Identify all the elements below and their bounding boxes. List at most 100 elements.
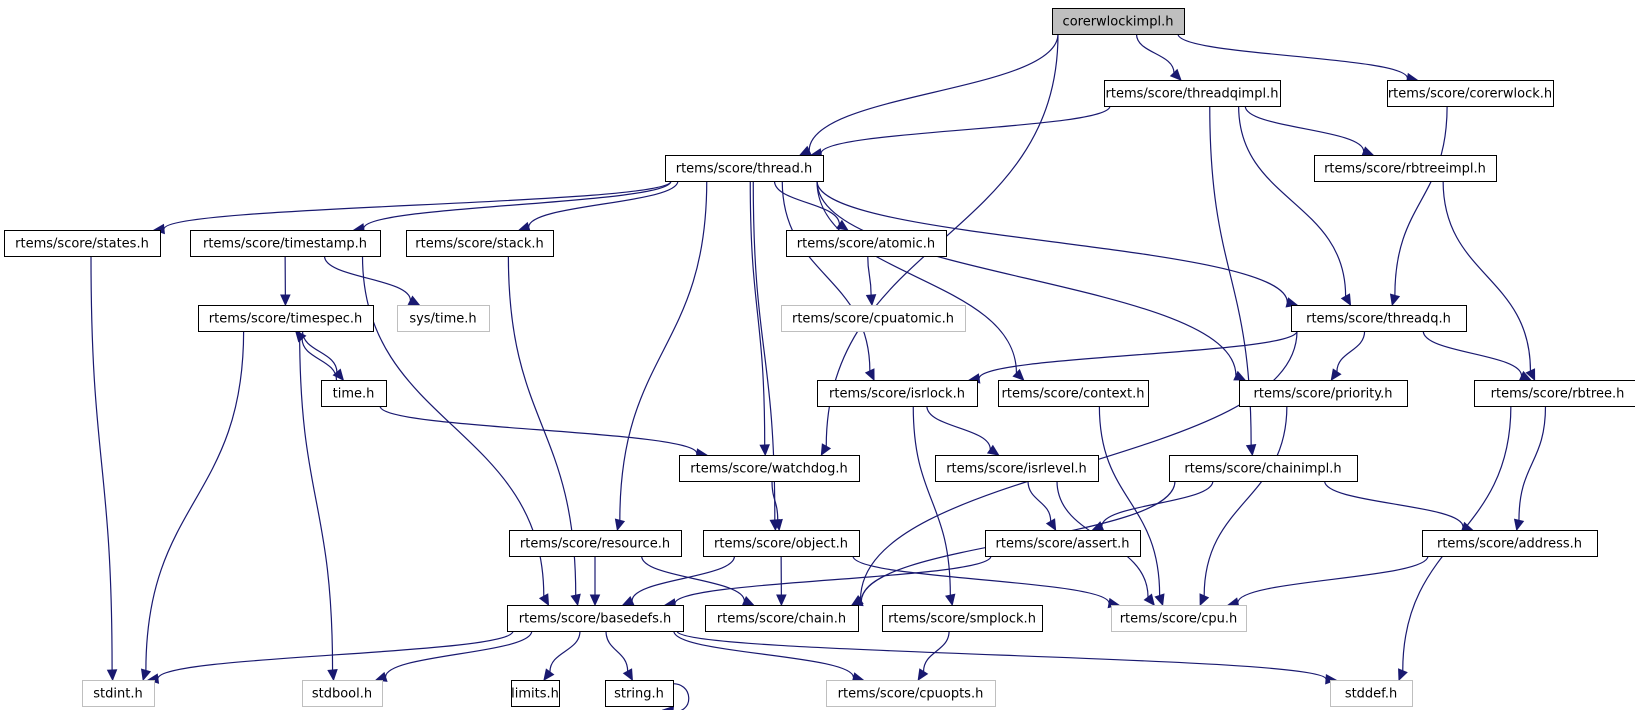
edge-line <box>1336 330 1366 372</box>
node-object[interactable]: rtems/score/object.h <box>703 530 860 557</box>
node-box <box>826 680 996 707</box>
edge-line <box>668 683 690 710</box>
arrowhead-icon <box>1460 521 1474 532</box>
edge-line <box>145 330 245 671</box>
arrowhead-icon <box>1233 370 1247 381</box>
node-watchdog[interactable]: rtems/score/watchdog.h <box>679 455 860 482</box>
arrowhead-icon <box>538 593 550 607</box>
edge-line <box>323 255 412 301</box>
arrowhead-icon <box>327 669 338 682</box>
node-assert[interactable]: rtems/score/assert.h <box>985 530 1141 557</box>
node-isrlevel[interactable]: rtems/score/isrlevel.h <box>935 455 1099 482</box>
node-box <box>1169 455 1358 482</box>
edge-atomic-to-cpuatomic <box>865 255 877 307</box>
arrowhead-icon <box>776 594 787 607</box>
edge-line <box>1244 105 1365 152</box>
nodes-layer: corerwlockimpl.h rtems/score/threadqimpl.… <box>4 8 1635 707</box>
node-thread[interactable]: rtems/score/thread.h <box>665 155 824 182</box>
node-smplock[interactable]: rtems/score/smplock.h <box>882 605 1043 632</box>
arrowhead-icon <box>1389 293 1401 307</box>
node-box <box>1052 8 1185 35</box>
node-isrlock[interactable]: rtems/score/isrlock.h <box>817 380 978 407</box>
node-rbtreeimpl[interactable]: rtems/score/rbtreeimpl.h <box>1314 155 1497 182</box>
node-timeh[interactable]: time.h <box>321 380 387 407</box>
edge-line <box>1177 33 1408 79</box>
node-box <box>1474 380 1635 407</box>
arrowhead-icon <box>1398 668 1408 682</box>
edge-rbtreeimpl-to-rbtree <box>1442 180 1536 382</box>
node-box <box>1291 305 1467 332</box>
edge-threadq-to-priority <box>1330 330 1366 382</box>
node-resource[interactable]: rtems/score/resource.h <box>509 530 682 557</box>
arrowhead-icon <box>772 518 783 532</box>
node-box <box>190 230 381 257</box>
node-root[interactable]: corerwlockimpl.h <box>1052 8 1185 35</box>
edge-object-to-chain <box>776 555 787 607</box>
edge-line <box>1238 105 1347 297</box>
edge-object-to-cpu <box>852 555 1121 609</box>
node-chain[interactable]: rtems/score/chain.h <box>705 605 859 632</box>
node-box <box>302 680 383 707</box>
edge-line <box>641 555 745 602</box>
edge-resource-to-basedefs <box>589 556 601 607</box>
node-stack[interactable]: rtems/score/stack.h <box>406 230 554 257</box>
node-label: rtems/score/isrlock.h <box>829 387 965 402</box>
node-box <box>1314 155 1497 182</box>
edge-root-to-thread <box>798 33 1059 156</box>
edge-line <box>549 630 581 672</box>
edge-assert-to-basedefs <box>663 555 992 609</box>
node-box <box>786 230 947 257</box>
edge-line <box>631 555 736 602</box>
edge-thread-to-states <box>152 180 672 235</box>
edge-corerwlock-to-threadq <box>1389 105 1448 307</box>
node-chainimpl[interactable]: rtems/score/chainimpl.h <box>1169 455 1358 482</box>
edge-timestamp-to-timespec <box>280 255 291 307</box>
edge-thread-to-priority <box>816 180 1247 381</box>
edge-string-to-string <box>661 683 690 710</box>
node-string[interactable]: string.h <box>605 680 674 707</box>
node-cpuatomic: rtems/score/cpuatomic.h <box>781 305 966 332</box>
node-limits[interactable]: limits.h <box>511 680 560 707</box>
node-box <box>82 680 155 707</box>
node-box <box>1387 80 1554 107</box>
arrowhead-icon <box>836 219 849 231</box>
node-box <box>198 305 374 332</box>
node-box <box>397 305 490 332</box>
node-label: rtems/score/cpuatomic.h <box>792 312 954 327</box>
arrowhead-icon <box>759 444 770 457</box>
node-states[interactable]: rtems/score/states.h <box>4 230 161 257</box>
edge-line <box>674 555 992 604</box>
arrowhead-icon <box>407 295 421 306</box>
node-box <box>935 455 1099 482</box>
node-label: rtems/score/assert.h <box>996 537 1130 552</box>
node-rbtree[interactable]: rtems/score/rbtree.h <box>1474 380 1635 407</box>
node-context[interactable]: rtems/score/context.h <box>998 380 1149 407</box>
arrowhead-icon <box>614 518 626 532</box>
node-atomic[interactable]: rtems/score/atomic.h <box>786 230 947 257</box>
arrowhead-icon <box>106 669 118 682</box>
edge-line <box>1518 405 1547 521</box>
node-systime: sys/time.h <box>397 305 490 332</box>
edge-line <box>90 255 113 671</box>
node-priority[interactable]: rtems/score/priority.h <box>1239 380 1408 407</box>
node-box <box>781 305 966 332</box>
node-box <box>882 605 1043 632</box>
node-threadq[interactable]: rtems/score/threadq.h <box>1291 305 1467 332</box>
node-timespec[interactable]: rtems/score/timespec.h <box>198 305 374 332</box>
node-basedefs[interactable]: rtems/score/basedefs.h <box>507 605 684 632</box>
edge-basedefs-to-limits <box>543 630 581 681</box>
edge-basedefs-to-string <box>605 630 633 682</box>
node-stdint: stdint.h <box>82 680 155 707</box>
edge-line <box>605 630 629 672</box>
node-address[interactable]: rtems/score/address.h <box>1422 530 1598 557</box>
arrowhead-icon <box>589 594 601 607</box>
node-corerwlock[interactable]: rtems/score/corerwlock.h <box>1387 80 1554 107</box>
node-threadqimpl[interactable]: rtems/score/threadqimpl.h <box>1104 80 1281 107</box>
node-label: rtems/score/context.h <box>1002 387 1145 402</box>
node-timestamp[interactable]: rtems/score/timestamp.h <box>190 230 381 257</box>
node-label: rtems/score/timespec.h <box>209 312 362 327</box>
arrowhead-icon <box>332 368 345 381</box>
edge-line <box>384 630 533 678</box>
edge-root-to-threadqimpl <box>1135 33 1182 81</box>
edge-line <box>299 330 334 671</box>
